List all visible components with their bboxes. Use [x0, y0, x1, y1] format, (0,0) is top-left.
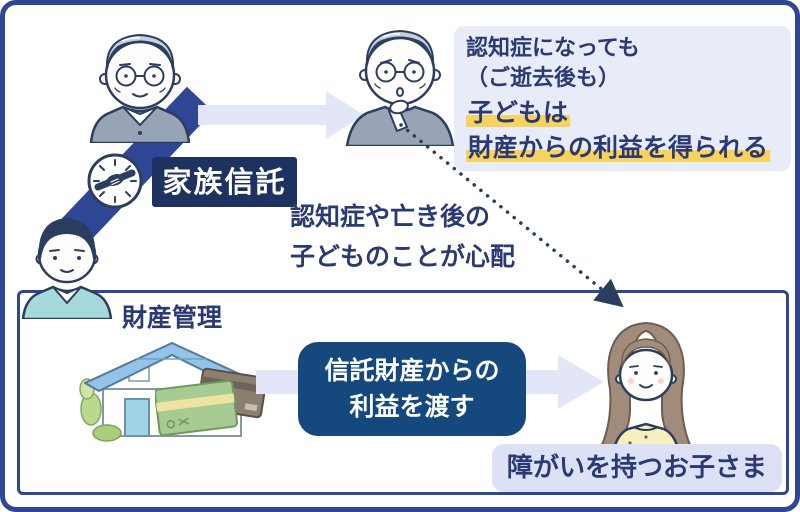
- outcome-line-1: 認知症になっても: [466, 36, 640, 61]
- disabled-child-tag: 障がいを持つお子さま: [492, 444, 782, 492]
- young-man-illustration: [17, 209, 117, 323]
- elderly-man-illustration: [77, 21, 203, 147]
- worry-line-2: 子どものことが心配: [290, 242, 516, 271]
- flow-arrow-top: [198, 89, 366, 145]
- woman-illustration: [590, 317, 702, 463]
- worry-text: 認知症や亡き後の 子どものことが心配: [290, 197, 515, 277]
- outcome-line-2: （ご逝去後も）: [466, 66, 621, 91]
- handshake-icon: [86, 152, 144, 210]
- asset-management-title: 財産管理: [122, 303, 223, 332]
- family-trust-label: 家族信託: [152, 157, 297, 207]
- outcome-line-3: 子どもは: [466, 98, 571, 127]
- bank-cards-illustration: [153, 367, 270, 451]
- outcome-line-4: 財産からの利益を得られる: [466, 133, 771, 162]
- benefit-line-1: 信託財産からの: [324, 356, 500, 385]
- benefit-box: 信託財産からの 利益を渡す: [298, 342, 526, 436]
- outcome-panel: 認知症になっても （ご逝去後も） 子どもは 財産からの利益を得られる: [454, 26, 791, 171]
- benefit-line-2: 利益を渡す: [349, 392, 475, 421]
- worry-line-1: 認知症や亡き後の: [290, 202, 491, 231]
- elderly-man-worried-illustration: [335, 19, 465, 150]
